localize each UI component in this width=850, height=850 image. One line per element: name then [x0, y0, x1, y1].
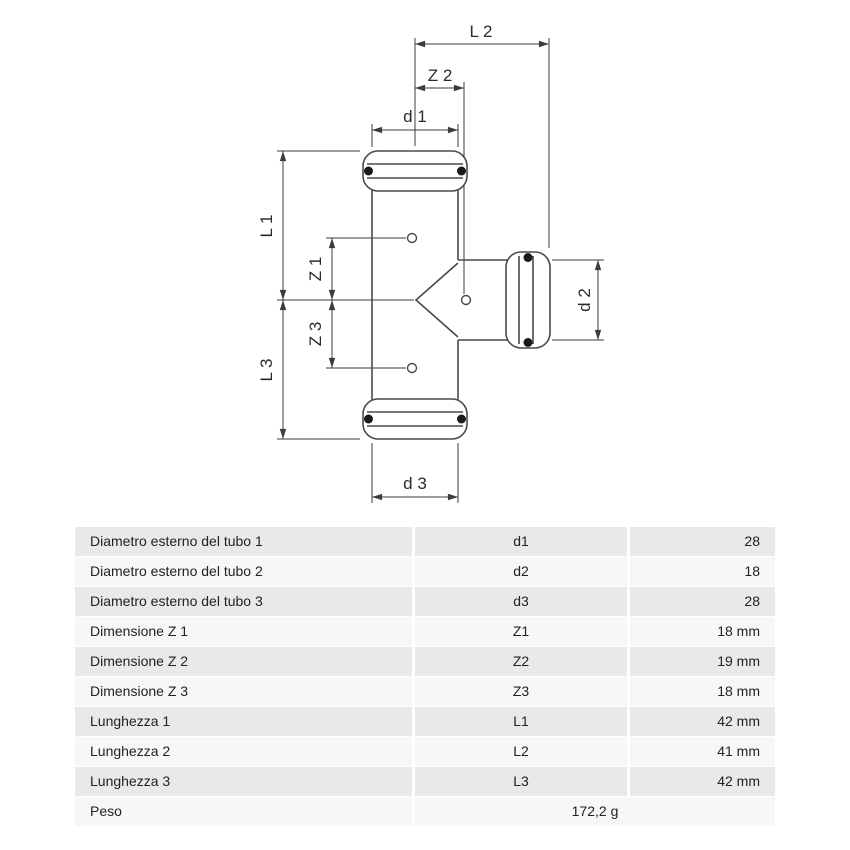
spec-value: 18 mm [630, 617, 775, 646]
table-row-weight: Peso 172,2 g [75, 797, 775, 826]
press-collar-branch [505, 251, 551, 349]
table-row: Dimensione Z 2 Z2 19 mm [75, 647, 775, 676]
spec-value: 172,2 g [415, 797, 775, 826]
table-row: Lunghezza 2 L2 41 mm [75, 737, 775, 766]
dim-label-d3: d 3 [403, 474, 427, 493]
spec-value: 42 mm [630, 707, 775, 736]
spec-value: 19 mm [630, 647, 775, 676]
table-row: Lunghezza 3 L3 42 mm [75, 767, 775, 796]
spec-value: 42 mm [630, 767, 775, 796]
table-row: Dimensione Z 1 Z1 18 mm [75, 617, 775, 646]
spec-value: 28 [630, 587, 775, 616]
table-row: Diametro esterno del tubo 1 d1 28 [75, 527, 775, 556]
press-collar-top [362, 150, 468, 192]
inner-cone [414, 262, 459, 338]
spec-label: Diametro esterno del tubo 1 [75, 527, 412, 556]
table-row: Lunghezza 1 L1 42 mm [75, 707, 775, 736]
fitting-outline [362, 150, 551, 440]
dim-label-z3: Z 3 [306, 322, 325, 347]
spec-symbol: d1 [415, 527, 627, 556]
dimension-labels: L 2 Z 2 d 1 L 1 Z 1 Z 3 L 3 d 2 d 3 [257, 22, 594, 493]
spec-table: Diametro esterno del tubo 1 d1 28 Diamet… [75, 527, 775, 826]
spec-symbol: Z3 [415, 677, 627, 706]
table-row: Diametro esterno del tubo 2 d2 18 [75, 557, 775, 586]
spec-symbol: d3 [415, 587, 627, 616]
spec-label: Peso [75, 797, 412, 826]
dim-label-d1: d 1 [403, 107, 427, 126]
dim-label-z2: Z 2 [428, 66, 453, 85]
spec-label: Diametro esterno del tubo 3 [75, 587, 412, 616]
dim-label-l1: L 1 [257, 214, 276, 237]
spec-symbol: Z2 [415, 647, 627, 676]
spec-label: Lunghezza 3 [75, 767, 412, 796]
press-collar-bottom [362, 398, 468, 440]
spec-symbol: Z1 [415, 617, 627, 646]
table-row: Dimensione Z 3 Z3 18 mm [75, 677, 775, 706]
spec-symbol: L1 [415, 707, 627, 736]
dim-label-l2: L 2 [469, 22, 492, 41]
spec-label: Dimensione Z 3 [75, 677, 412, 706]
spec-value: 18 [630, 557, 775, 586]
spec-label: Lunghezza 1 [75, 707, 412, 736]
spec-symbol: L2 [415, 737, 627, 766]
spec-label: Dimensione Z 1 [75, 617, 412, 646]
spec-symbol: d2 [415, 557, 627, 586]
spec-value: 18 mm [630, 677, 775, 706]
spec-value: 41 mm [630, 737, 775, 766]
dim-label-l3: L 3 [257, 358, 276, 381]
reference-marks [406, 232, 472, 374]
dim-label-d2: d 2 [575, 288, 594, 312]
spec-symbol: L3 [415, 767, 627, 796]
oring-dots [364, 166, 533, 424]
fitting-diagram: L 2 Z 2 d 1 L 1 Z 1 Z 3 L 3 d 2 d 3 [257, 22, 604, 503]
table-row: Diametro esterno del tubo 3 d3 28 [75, 587, 775, 616]
spec-value: 28 [630, 527, 775, 556]
dimension-lines [277, 38, 604, 503]
spec-label: Lunghezza 2 [75, 737, 412, 766]
spec-label: Dimensione Z 2 [75, 647, 412, 676]
dim-label-z1: Z 1 [306, 257, 325, 282]
spec-label: Diametro esterno del tubo 2 [75, 557, 412, 586]
